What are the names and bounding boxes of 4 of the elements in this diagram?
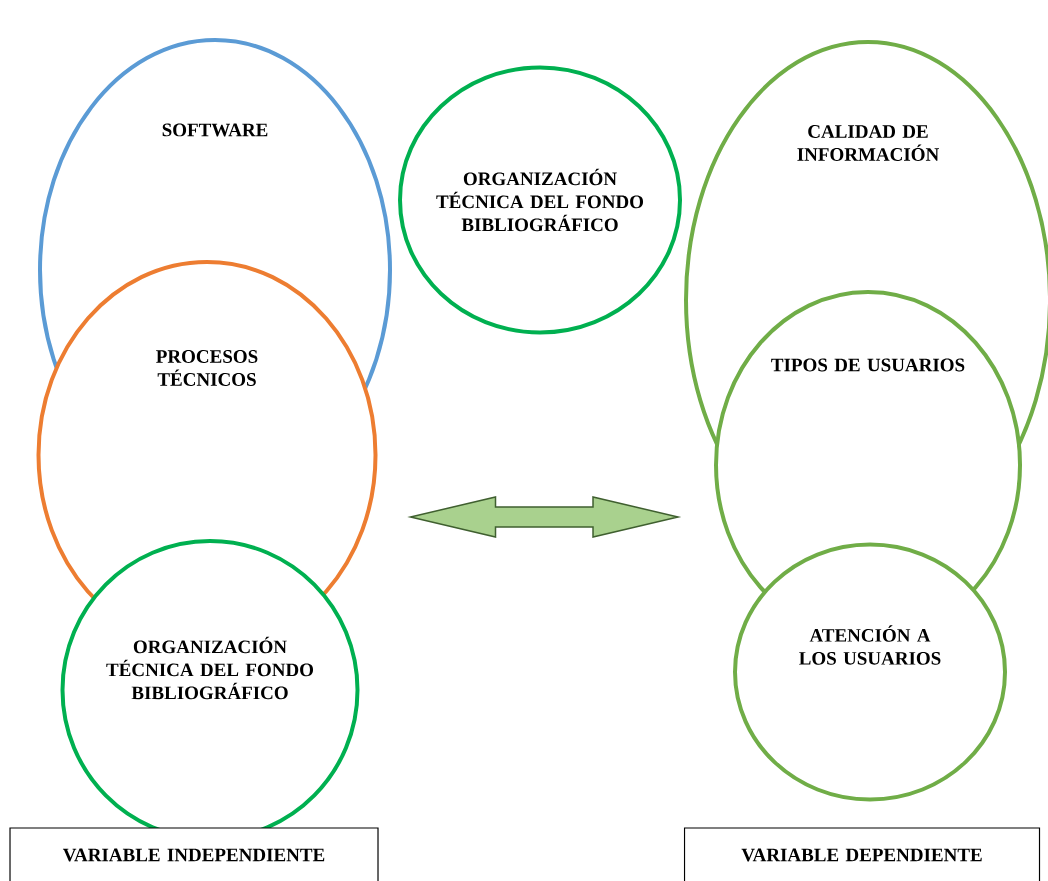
double-arrow: [407, 496, 682, 538]
label-box: VARIABLE INDEPENDIENTE: [9, 827, 379, 881]
node-label: TIPOS DE USUARIOS: [771, 358, 965, 372]
label-box: VARIABLE DEPENDIENTE: [683, 827, 1041, 881]
